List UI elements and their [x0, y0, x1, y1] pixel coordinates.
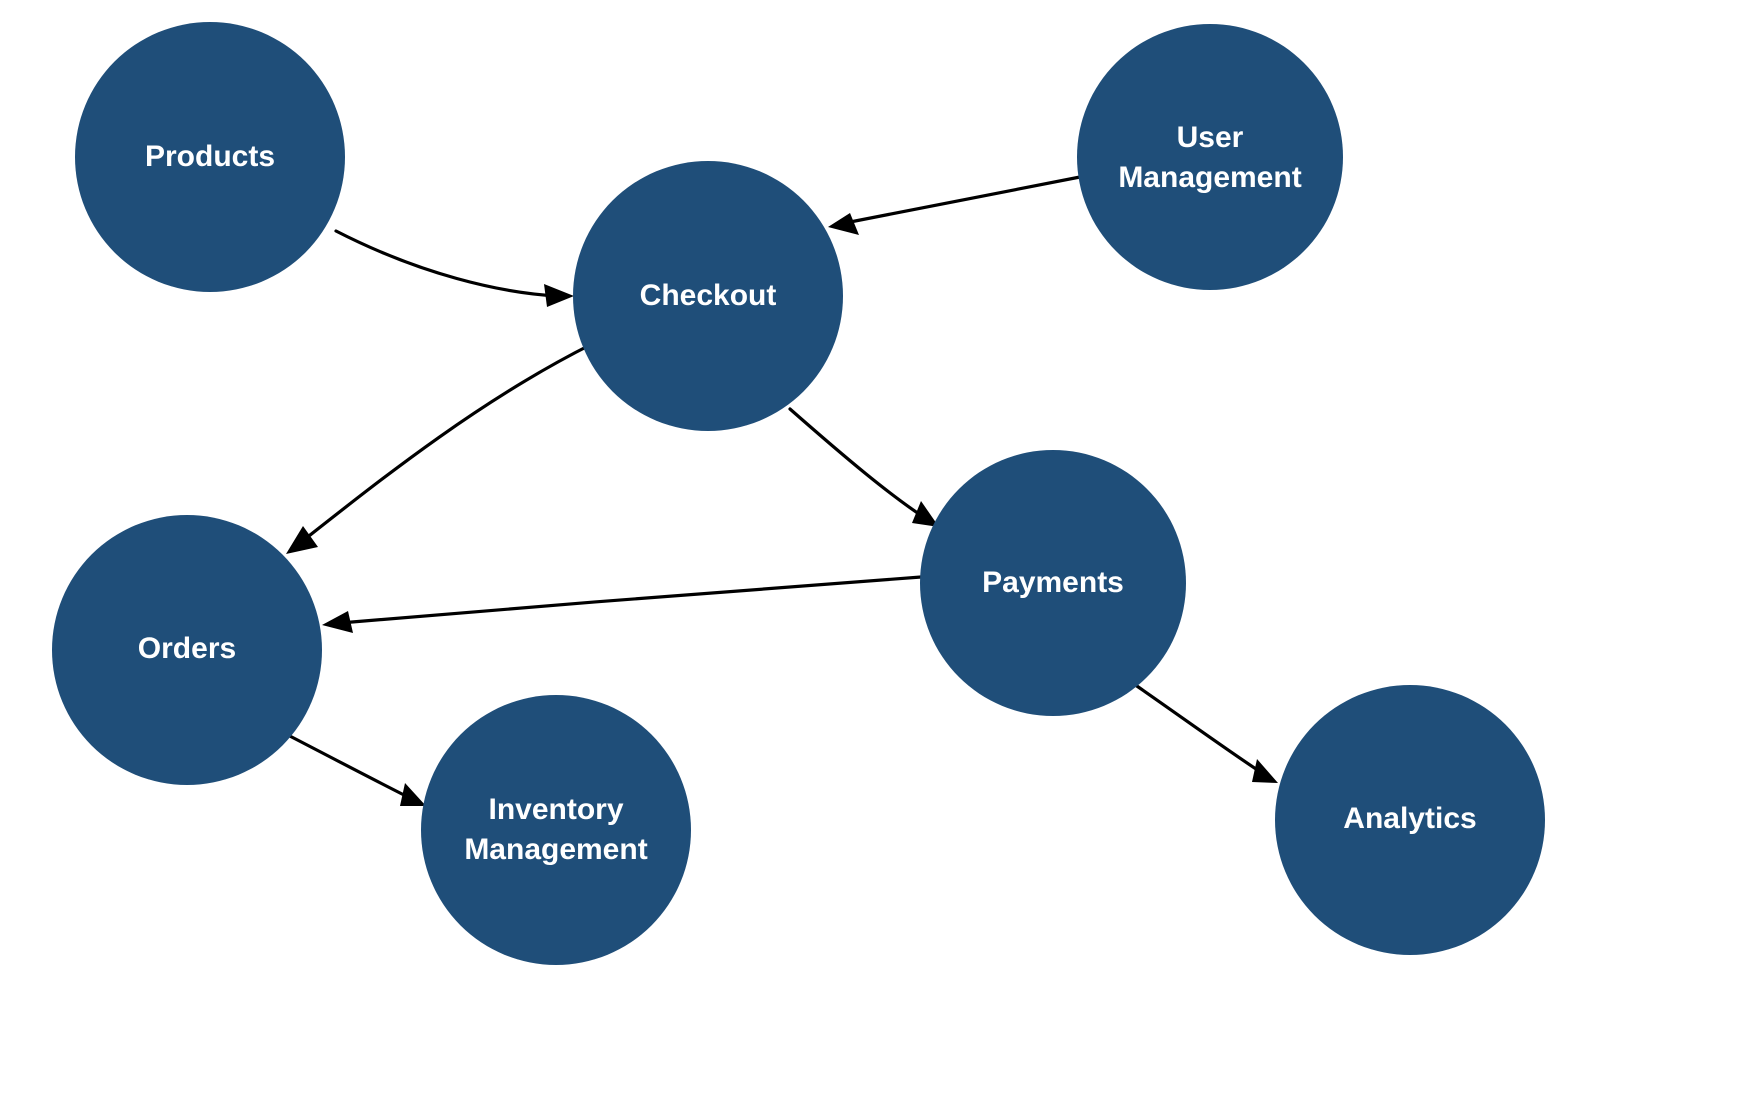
- edge-path-usermgmt-checkout: [843, 175, 1082, 225]
- edge-checkout-payments[interactable]: [788, 407, 939, 527]
- node-analytics[interactable]: Analytics: [1275, 685, 1545, 955]
- node-circle-products[interactable]: [75, 22, 345, 292]
- node-checkout[interactable]: Checkout: [573, 161, 843, 431]
- node-products[interactable]: Products: [75, 22, 345, 292]
- edge-usermgmt-checkout[interactable]: [828, 175, 1082, 235]
- edge-path-payments-orders: [338, 575, 923, 625]
- arrowhead-usermgmt-checkout: [828, 213, 859, 235]
- node-user-management[interactable]: User Management: [1077, 24, 1343, 290]
- edge-path-checkout-payments: [788, 407, 927, 520]
- arrowhead-payments-orders: [322, 611, 353, 633]
- node-circle-inventory-management[interactable]: [421, 695, 691, 965]
- arrowhead-checkout-orders: [286, 526, 318, 554]
- node-circle-user-management[interactable]: [1077, 24, 1343, 290]
- edge-checkout-orders[interactable]: [286, 342, 594, 554]
- edges-layer: [282, 175, 1278, 806]
- node-orders[interactable]: Orders: [52, 515, 322, 785]
- edge-path-products-checkout: [334, 229, 560, 298]
- node-circle-orders[interactable]: [52, 515, 322, 785]
- node-circle-payments[interactable]: [920, 450, 1186, 716]
- edge-products-checkout[interactable]: [334, 229, 574, 307]
- edge-payments-analytics[interactable]: [1132, 682, 1278, 783]
- edge-orders-inventory[interactable]: [282, 731, 426, 806]
- node-payments[interactable]: Payments: [920, 450, 1186, 716]
- edge-payments-orders[interactable]: [322, 575, 923, 633]
- arrowhead-products-checkout: [544, 284, 574, 307]
- node-circle-analytics[interactable]: [1275, 685, 1545, 955]
- arrowhead-payments-analytics: [1252, 759, 1278, 783]
- edge-path-checkout-orders: [298, 342, 594, 545]
- edge-path-orders-inventory: [282, 731, 412, 800]
- nodes-layer: Products User Management Checkout Orders: [52, 22, 1545, 965]
- arrowhead-orders-inventory: [400, 783, 426, 806]
- node-inventory-management[interactable]: Inventory Management: [421, 695, 691, 965]
- node-circle-checkout[interactable]: [573, 161, 843, 431]
- arrowhead-checkout-payments: [912, 501, 939, 527]
- edge-path-payments-analytics: [1132, 682, 1264, 775]
